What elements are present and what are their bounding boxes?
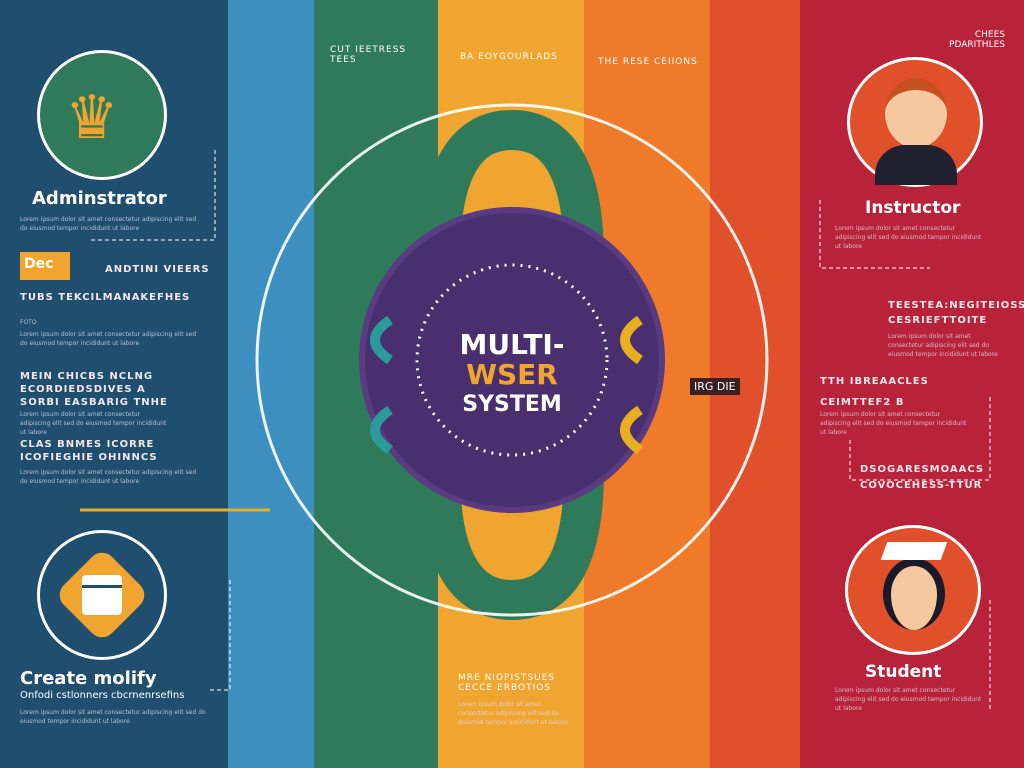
admin-heading-1: TUBS TEKCILMANAKEFHES	[20, 292, 191, 303]
bottom-heading-b: CECCE ERBOTIOS	[458, 683, 552, 693]
admin-heading-2c: SORBI EASBARIG TNHE	[20, 397, 168, 408]
top-heading-3: THE RESE CEIIONS	[598, 57, 698, 67]
student-desc: Lorem ipsum dolor sit amet consectetur a…	[835, 687, 982, 712]
student-title: Student	[865, 662, 942, 682]
instructor-title: Instructor	[865, 198, 961, 218]
top-heading-1b: TEES	[330, 55, 357, 65]
create-modify-desc: Lorem ipsum dolor sit amet consectetur a…	[20, 709, 206, 725]
instructor-heading-1: TEESTEA:NEGITEIOSS CESRIEFTTOITE	[888, 298, 1024, 328]
instructor-heading-4b: COVOCEHESS-TTUR	[860, 480, 983, 491]
shop-sign: IRG DIE	[690, 378, 740, 395]
instructor-avatar-icon	[885, 78, 947, 148]
admin-heading-2a: MEIN CHICBS NCLNG	[20, 371, 154, 382]
instructor-heading-1a: TEESTEA:NEGITEIOSS	[888, 300, 1024, 311]
center-line-2: WSER	[466, 358, 558, 391]
create-modify-badge[interactable]	[37, 530, 167, 660]
create-modify-title: Create molify	[20, 668, 157, 689]
graduation-cap-icon	[880, 542, 948, 560]
admin-tag: ANDTINI VIEERS	[105, 264, 210, 275]
top-heading-1a: CUT IEETRESS	[330, 45, 407, 55]
bottom-text: Lorem ipsum dolor sit amet consectetur a…	[458, 701, 568, 726]
admin-text-2: Lorem ipsum dolor sit amet consectetur a…	[20, 411, 167, 436]
instructor-desc: Lorem ipsum dolor sit amet consectetur a…	[835, 225, 982, 250]
instructor-text-1: Lorem ipsum dolor sit amet consectetur a…	[888, 333, 998, 358]
student-badge[interactable]	[845, 525, 981, 655]
admin-heading-1-sub: FOTO	[20, 319, 37, 326]
instructor-badge[interactable]	[847, 57, 983, 187]
list-icon	[82, 575, 122, 615]
admin-heading-3: CLAS BNMES ICORRE ICOFIEGHIE OHINNCS	[20, 438, 158, 464]
admin-heading-2: MEIN CHICBS NCLNG ECORDIEDSDIVES A SORBI…	[20, 370, 168, 409]
admin-heading-3b: ICOFIEGHIE OHINNCS	[20, 452, 158, 463]
admin-text-1: Lorem ipsum dolor sit amet consectetur a…	[20, 331, 197, 347]
top-right-heading: CHEES PDARITHLES	[930, 30, 1005, 50]
administrator-badge[interactable]: ♛	[37, 50, 167, 180]
administrator-desc: Lorem ipsum dolor sit amet consectetur a…	[20, 216, 197, 232]
instructor-text-2: Lorem ipsum dolor sit amet consectetur a…	[820, 411, 967, 436]
bottom-heading: MRE NIOPISTSUES CECCE ERBOTIOS	[458, 673, 555, 693]
top-right-a: CHEES	[974, 30, 1005, 40]
center-line-1: MULTI-	[459, 328, 565, 361]
instructor-heading-1b: CESRIEFTTOITE	[888, 315, 988, 326]
instructor-suit-icon	[875, 145, 957, 185]
student-avatar-icon	[883, 558, 945, 630]
administrator-title: Adminstrator	[32, 188, 167, 209]
instructor-heading-2: TTH IBREAACLES	[820, 376, 929, 387]
instructor-heading-4a: DSOGARESMOAACS	[860, 464, 985, 475]
stripe-sky	[228, 0, 314, 768]
top-right-b: PDARITHLES	[949, 40, 1005, 50]
admin-heading-3a: CLAS BNMES ICORRE	[20, 439, 155, 450]
crown-icon: ♛	[65, 83, 119, 153]
instructor-heading-4: DSOGARESMOAACS COVOCEHESS-TTUR	[860, 462, 984, 494]
admin-text-3: Lorem ipsum dolor sit amet consectetur a…	[20, 469, 197, 485]
create-modify-sub: Onfodi cstlonners cbcrnenrsefins	[20, 690, 185, 701]
admin-heading-2b: ECORDIEDSDIVES A	[20, 384, 146, 395]
top-heading-1: CUT IEETRESS TEES	[330, 45, 406, 65]
top-heading-2: BA EOYGOURLADS	[460, 52, 558, 62]
bottom-heading-a: MRE NIOPISTSUES	[458, 673, 556, 683]
instructor-heading-3: CEIMTTEF2 B	[820, 397, 905, 408]
center-title: MULTI- WSER SYSTEM	[430, 330, 594, 420]
center-line-3: SYSTEM	[462, 392, 562, 417]
admin-dec-badge: Dec	[20, 252, 70, 280]
